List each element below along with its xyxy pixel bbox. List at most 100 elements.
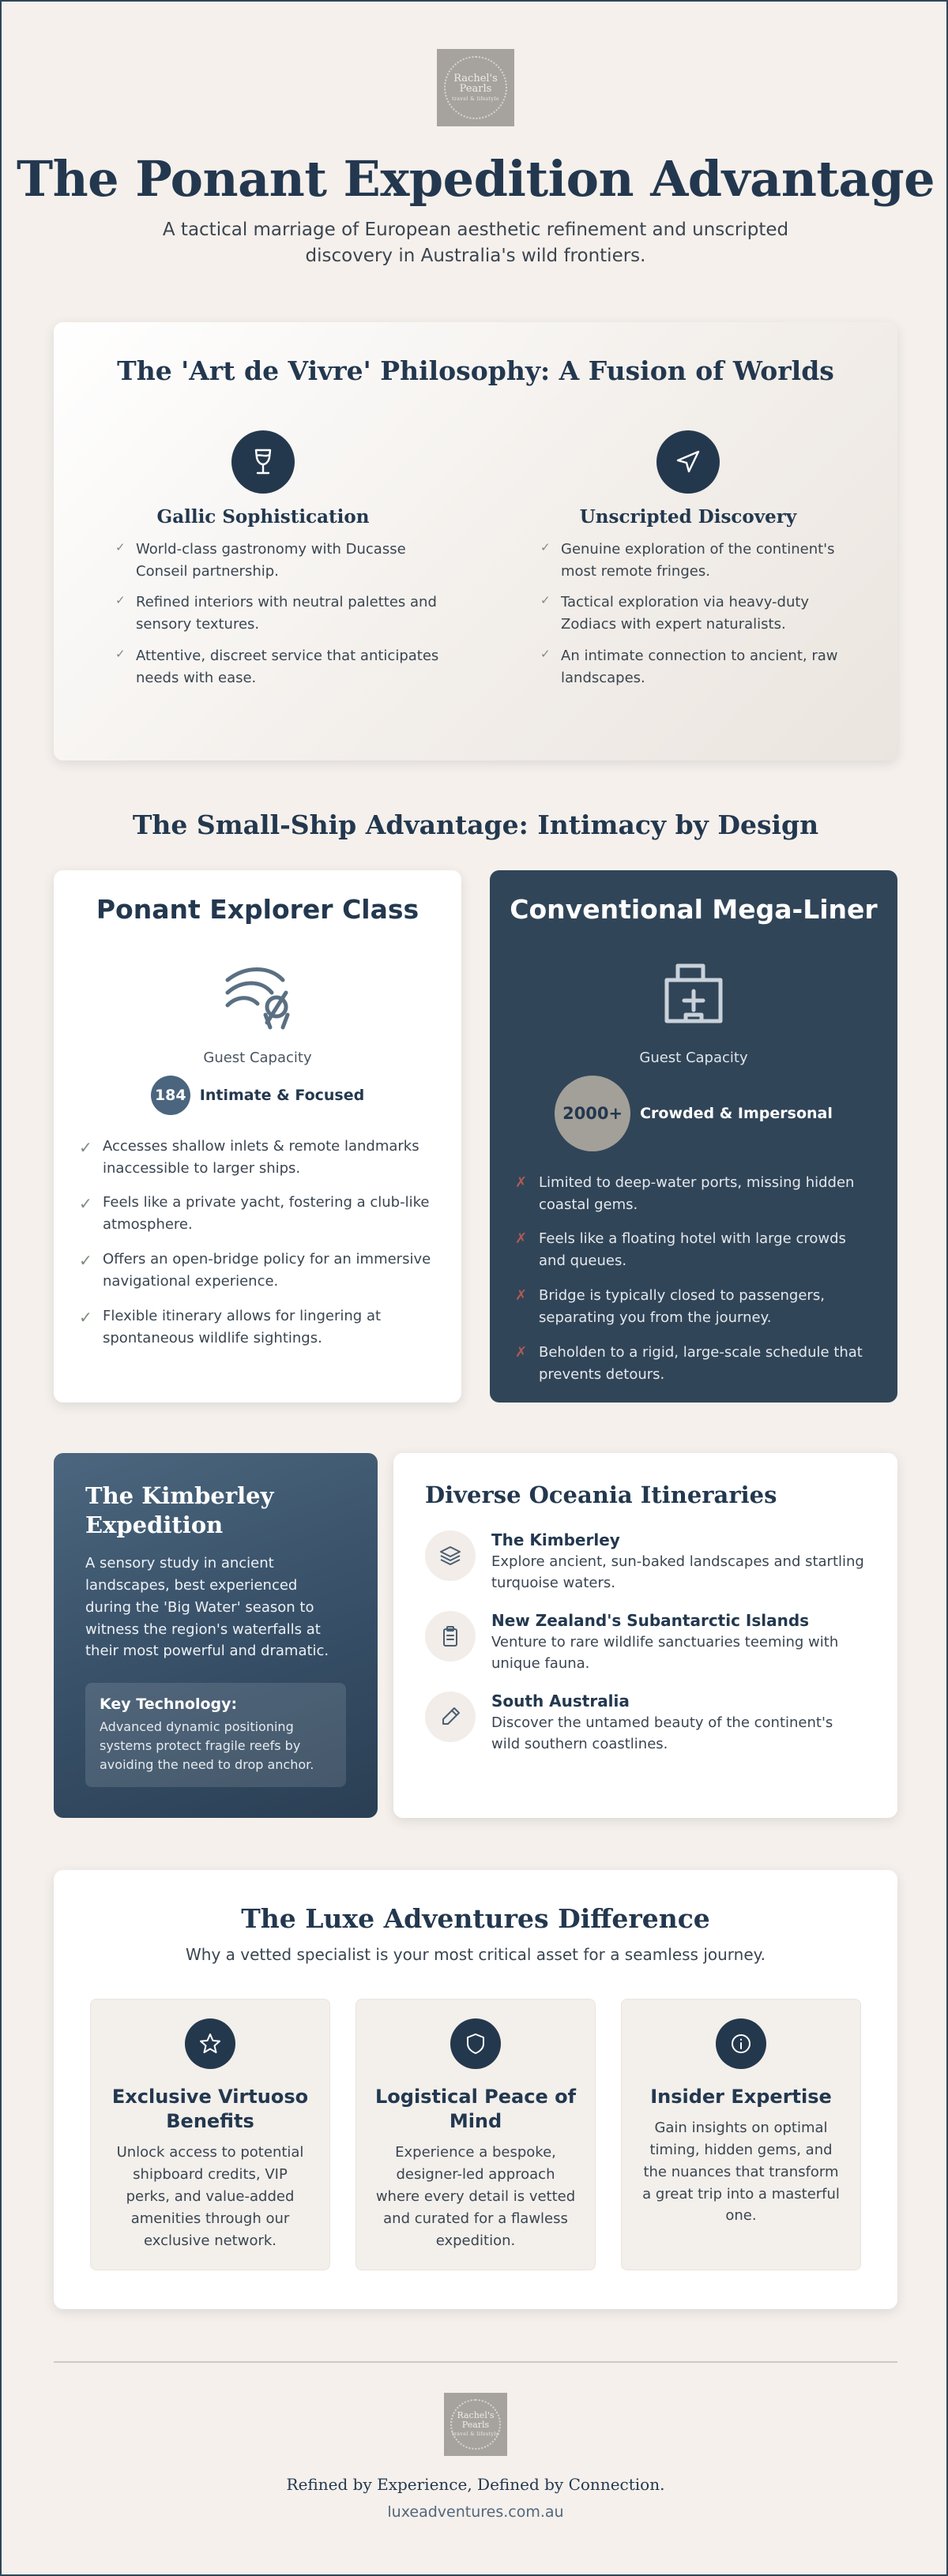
list-item-text: Offers an open-bridge policy for an imme…: [103, 1251, 431, 1290]
logo-tagline: travel & lifestyle: [452, 96, 499, 102]
luxe-cards: Exclusive Virtuoso Benefits Unlock acces…: [54, 1998, 897, 2270]
list-item: ✗Limited to deep-water ports, missing hi…: [515, 1172, 874, 1216]
list-item-text: Bridge is typically closed to passengers…: [539, 1287, 825, 1327]
list-item-text: Beholden to a rigid, large-scale schedul…: [539, 1344, 863, 1383]
list-item: ✓ Genuine exploration of the continent's …: [540, 539, 866, 583]
kimberley-title: The Kimberley Expedition: [85, 1481, 274, 1538]
list-item-text: Feels like a floating hotel with large c…: [539, 1230, 846, 1270]
footer-logo: Rachel's Pearls travel & lifestyle: [444, 2392, 507, 2456]
mega-capacity-label: Guest Capacity: [639, 1049, 748, 1066]
benefit-card: Exclusive Virtuoso Benefits Unlock acces…: [90, 1998, 330, 2270]
benefit-text: Experience a bespoke, designer-led appro…: [375, 2144, 576, 2249]
itinerary-name: South Australia: [491, 1691, 630, 1710]
list-item: ✗ Beholden to a rigid, large-scale schedu…: [515, 1342, 874, 1386]
benefit-card: Insider Expertise Gain insights on optim…: [621, 1998, 861, 2270]
itinerary-item: New Zealand's Subantarctic Islands Ventu…: [425, 1610, 866, 1674]
cross-icon: ✗: [515, 1287, 528, 1305]
check-icon: ✓: [540, 647, 551, 662]
wine-glass-icon: [231, 430, 295, 494]
list-item-text: World-class gastronomy with Ducasse Cons…: [136, 540, 406, 580]
check-icon: ✓: [115, 593, 126, 608]
check-icon: ✓: [79, 1308, 92, 1327]
itinerary-desc: Explore ancient, sun-baked landscapes an…: [491, 1553, 864, 1591]
logo-tagline: travel & lifestyle: [452, 2431, 499, 2437]
check-icon: ✓: [540, 539, 551, 554]
itinerary-name: The Kimberley: [491, 1530, 620, 1549]
list-item-text: Tactical exploration via heavy-duty Zodi…: [561, 594, 810, 633]
list-item: ✓ Accesses shallow inlets & remote landma…: [79, 1136, 438, 1180]
itinerary-body: South Australia Discover the untamed bea…: [491, 1692, 866, 1755]
list-item-text: Attentive, discreet service that anticip…: [136, 648, 439, 687]
footer-url-link[interactable]: luxeadventures.com.au: [387, 2503, 564, 2521]
itinerary-body: The Kimberley Explore ancient, sun-baked…: [491, 1530, 866, 1594]
ship-comparison: Ponant Explorer Class Guest Capacity 184…: [54, 869, 897, 1403]
logo-line-2: Pearls: [459, 83, 492, 96]
page: Rachel's Pearls travel & lifestyle The P…: [2, 49, 948, 2521]
check-icon: ✓: [115, 647, 126, 662]
list-item-text: Refined interiors with neutral palettes …: [136, 594, 437, 633]
capacity-badge: 2000+: [555, 1075, 631, 1151]
list-item-text: Limited to deep-water ports, missing hid…: [539, 1173, 855, 1213]
list-item-text: Flexible itinerary allows for lingering …: [103, 1308, 382, 1346]
luxe-subtitle: Why a vetted specialist is your most cri…: [186, 1944, 766, 1964]
luxe-difference-card: The Luxe Adventures Difference Why a vet…: [54, 1869, 897, 2309]
itinerary-body: New Zealand's Subantarctic Islands Ventu…: [491, 1611, 866, 1674]
itinerary-desc: Venture to rare wildlife sanctuaries tee…: [491, 1633, 839, 1672]
key-technology-title: Key Technology:: [100, 1695, 238, 1714]
check-icon: ✓: [540, 593, 551, 608]
itinerary-name: New Zealand's Subantarctic Islands: [491, 1610, 810, 1630]
capacity-description: Crowded & Impersonal: [640, 1104, 833, 1122]
ponant-card: Ponant Explorer Class Guest Capacity 184…: [54, 869, 461, 1403]
capacity-description: Intimate & Focused: [199, 1086, 365, 1104]
list-item-text: An intimate connection to ancient, raw l…: [561, 648, 838, 687]
check-icon: ✓: [115, 539, 126, 554]
luxe-heading: The Luxe Adventures Difference: [241, 1902, 710, 1934]
layers-icon: [425, 1530, 476, 1581]
logo-seal: Rachel's Pearls travel & lifestyle: [450, 2398, 501, 2450]
logo-line-2: Pearls: [461, 2420, 490, 2431]
pencil-icon: [425, 1691, 476, 1742]
check-icon: ✓: [79, 1194, 92, 1214]
mega-capacity: 2000+ Crowded & Impersonal: [490, 1075, 897, 1151]
list-item: ✓ Attentive, discreet service that antici…: [115, 645, 441, 689]
ponant-capacity-label: Guest Capacity: [203, 1049, 312, 1066]
footer-divider: [54, 2360, 897, 2363]
cross-icon: ✗: [515, 1344, 528, 1361]
ponant-list: ✓ Accesses shallow inlets & remote landma…: [54, 1136, 461, 1350]
list-item: ✓ Feels like a private yacht, fostering a…: [79, 1192, 438, 1236]
list-item-text: Feels like a private yacht, fostering a …: [103, 1194, 430, 1234]
list-item: ✗ Bridge is typically closed to passenger…: [515, 1285, 874, 1329]
philosophy-heading: The 'Art de Vivre' Philosophy: A Fusion …: [117, 355, 834, 386]
kimberley-text: A sensory study in ancient landscapes, b…: [85, 1554, 329, 1660]
list-item-text: Genuine exploration of the continent's m…: [561, 540, 835, 580]
key-technology-box: Key Technology: Advanced dynamic positio…: [85, 1683, 346, 1788]
list-item: ✓ Flexible itinerary allows for lingering…: [79, 1305, 438, 1350]
list-item: ✓Offers an open-bridge policy for an imm…: [79, 1249, 438, 1293]
mega-liner-card: Conventional Mega-Liner Guest Capacity 2…: [490, 869, 897, 1403]
check-icon: ✓: [79, 1137, 92, 1157]
clipboard-icon: [425, 1610, 476, 1662]
shield-icon: [450, 2018, 501, 2069]
list-item-text: Accesses shallow inlets & remote landmar…: [103, 1137, 419, 1177]
gallic-list: ✓ World-class gastronomy with Ducasse Con…: [85, 539, 441, 689]
ponant-capacity: 184 Intimate & Focused: [54, 1075, 461, 1115]
unscripted-list: ✓ Genuine exploration of the continent's …: [510, 539, 866, 689]
list-item: ✓ Tactical exploration via heavy-duty Zod…: [540, 591, 866, 636]
itineraries-card: Diverse Oceania Itineraries The Kimberle…: [393, 1452, 897, 1818]
navigation-arrow-icon: [656, 430, 720, 494]
gallic-title: Gallic Sophistication: [156, 505, 370, 528]
brand-logo: Rachel's Pearls travel & lifestyle: [437, 49, 514, 126]
logo-line-1: Rachel's: [457, 2410, 495, 2421]
benefit-text: Unlock access to potential shipboard cre…: [116, 2144, 304, 2249]
benefit-card: Logistical Peace of Mind Experience a be…: [356, 1998, 596, 2270]
philosophy-column-gallic: Gallic Sophistication ✓ World-class gastr…: [85, 430, 441, 699]
footer-tagline: Refined by Experience, Defined by Connec…: [286, 2474, 665, 2494]
benefit-text: Gain insights on optimal timing, hidden …: [642, 2119, 840, 2225]
list-item: ✓ An intimate connection to ancient, raw …: [540, 645, 866, 689]
itinerary-desc: Discover the untamed beauty of the conti…: [491, 1714, 833, 1752]
kimberley-card: The Kimberley Expedition A sensory study…: [54, 1452, 378, 1818]
itineraries-title: Diverse Oceania Itineraries: [425, 1481, 777, 1508]
benefit-title: Logistical Peace of Mind: [374, 2085, 577, 2132]
itinerary-item: The Kimberley Explore ancient, sun-baked…: [425, 1530, 866, 1594]
benefit-title: Insider Expertise: [650, 2085, 832, 2108]
